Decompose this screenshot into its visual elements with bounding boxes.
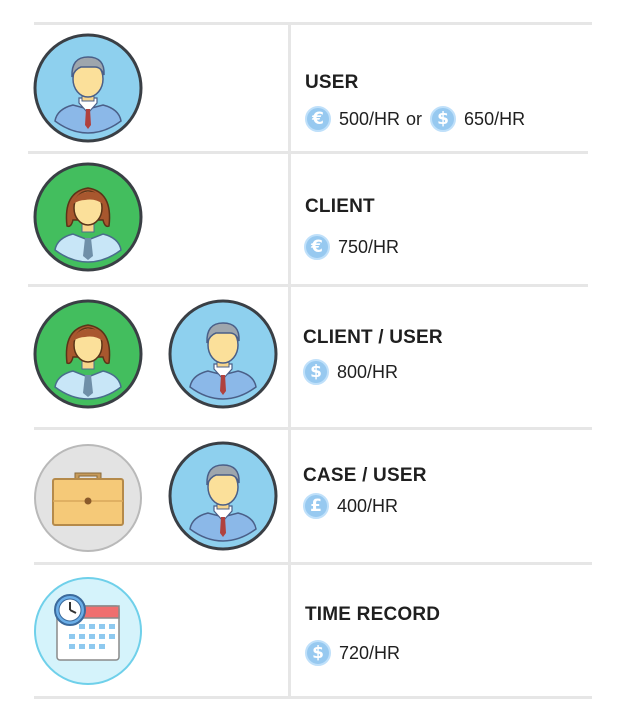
row-divider-top bbox=[34, 22, 592, 25]
rate-value: 500/HR bbox=[339, 108, 401, 129]
row-title: TIME RECORD bbox=[305, 604, 441, 625]
user-avatar-icon bbox=[33, 33, 143, 143]
rate-line: $ 800/HR bbox=[303, 359, 404, 385]
row-title: CASE / USER bbox=[303, 465, 427, 486]
row-divider-bottom bbox=[34, 696, 592, 699]
client-avatar-icon bbox=[33, 299, 143, 409]
column-divider bbox=[288, 22, 291, 698]
rate-value: 750/HR bbox=[338, 236, 400, 257]
row-title: CLIENT bbox=[305, 196, 375, 217]
rate-separator: or bbox=[406, 108, 423, 129]
rate-line: £ 400/HR bbox=[303, 493, 404, 519]
rate-line: $ 720/HR bbox=[305, 640, 406, 666]
user-avatar-icon bbox=[168, 299, 278, 409]
row-title: CLIENT / USER bbox=[303, 327, 443, 348]
row-divider-2 bbox=[28, 284, 588, 287]
calendar-clock-icon bbox=[33, 576, 143, 686]
row-divider-3 bbox=[34, 427, 592, 430]
briefcase-icon bbox=[33, 443, 143, 553]
rate-line: € 500/HR or $ 650/HR bbox=[305, 106, 531, 132]
rate-value: 650/HR bbox=[464, 108, 526, 129]
row-title: USER bbox=[305, 72, 359, 93]
client-avatar-icon bbox=[33, 162, 143, 272]
row-divider-1 bbox=[28, 151, 588, 154]
rate-value: 720/HR bbox=[339, 642, 401, 663]
pound-coin-icon: £ bbox=[303, 493, 329, 519]
rate-line: € 750/HR bbox=[304, 234, 405, 260]
user-avatar-icon bbox=[168, 441, 278, 551]
rate-value: 800/HR bbox=[337, 361, 399, 382]
dollar-coin-icon: $ bbox=[303, 359, 329, 385]
row-divider-4 bbox=[34, 562, 592, 565]
dollar-coin-icon: $ bbox=[305, 640, 331, 666]
rate-value: 400/HR bbox=[337, 495, 399, 516]
euro-coin-icon: € bbox=[304, 234, 330, 260]
euro-coin-icon: € bbox=[305, 106, 331, 132]
dollar-coin-icon: $ bbox=[430, 106, 457, 132]
